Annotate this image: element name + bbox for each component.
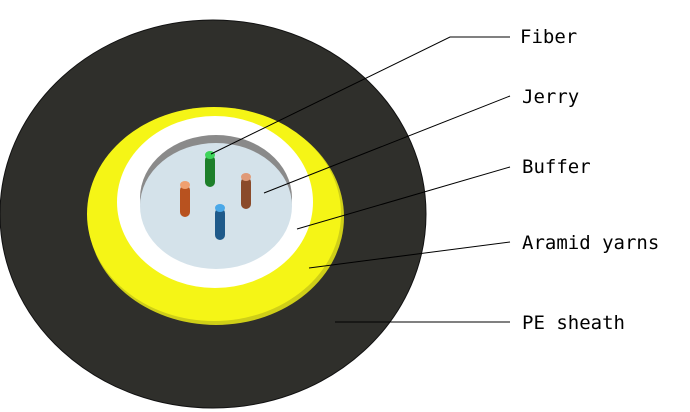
label-fiber: Fiber <box>520 26 577 48</box>
fiber-orange <box>180 181 190 217</box>
buffer-leader-line <box>296 166 511 230</box>
fiber-blue <box>215 204 225 240</box>
fiber-brown <box>241 173 251 209</box>
label-pe-sheath: PE sheath <box>522 312 625 334</box>
aramid-yarns-leader-line <box>308 241 511 269</box>
fiber-green <box>205 151 215 187</box>
label-aramid-yarns: Aramid yarns <box>522 232 659 254</box>
jerry-leader-line <box>263 95 511 194</box>
fiber-leader-line <box>210 36 510 155</box>
label-buffer: Buffer <box>522 156 591 178</box>
label-jerry: Jerry <box>522 86 579 108</box>
